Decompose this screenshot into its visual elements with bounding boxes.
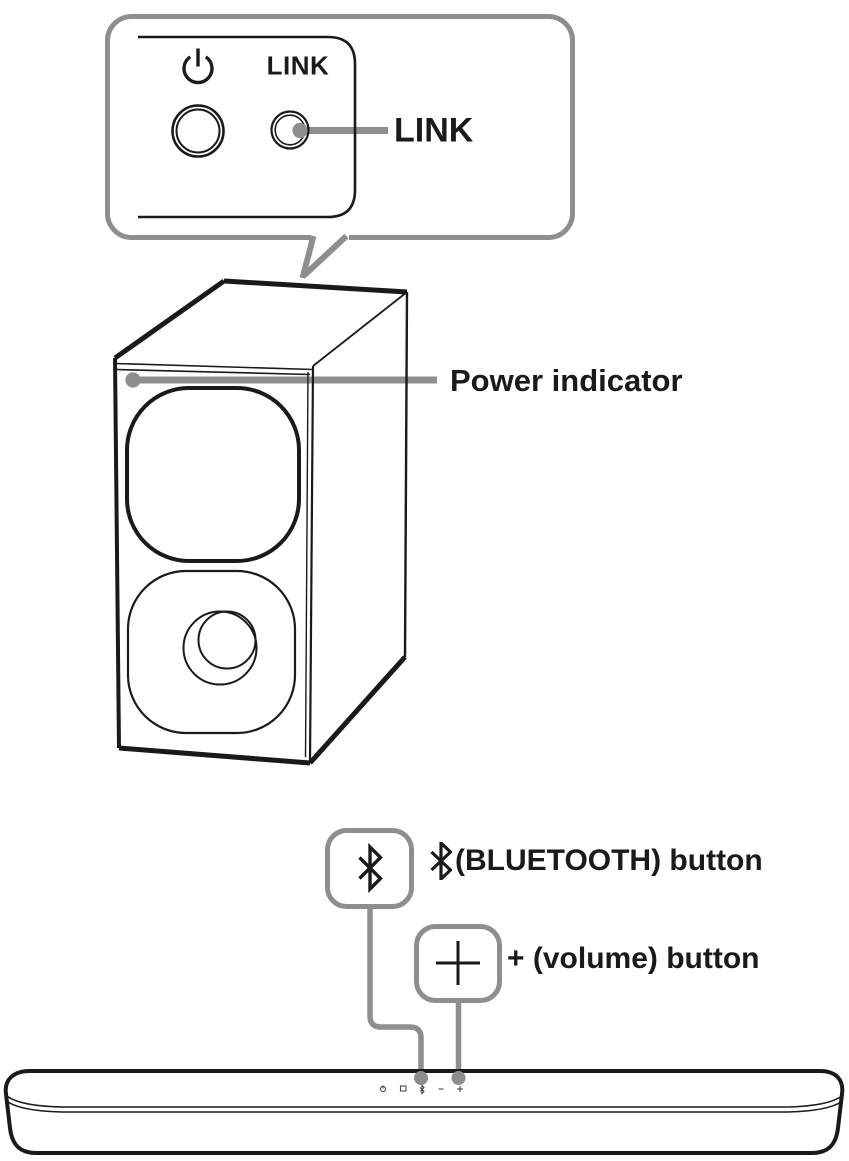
- bluetooth-label-icon: [430, 842, 452, 880]
- power-icon: [182, 48, 214, 85]
- bluetooth-button-label-text: (BLUETOOTH) button: [455, 844, 763, 877]
- subwoofer-front-bottom-edge: [118, 745, 311, 766]
- link-label: LINK: [394, 111, 474, 150]
- subwoofer-front-left-edge: [113, 357, 121, 749]
- bass-port-inner: [197, 610, 257, 670]
- callout-tail-left: [299, 235, 317, 279]
- subwoofer-top-back-edge: [223, 278, 408, 295]
- woofer-cone: [125, 386, 301, 563]
- subwoofer-drawing: [113, 278, 409, 766]
- gray-linework: [105, 14, 575, 1072]
- soundbar-bluetooth-icon: [419, 1084, 425, 1095]
- leader-end-dots: [414, 1071, 466, 1085]
- bluetooth-button-label: (BLUETOOTH) button: [430, 842, 763, 880]
- subwoofer-top-right-edge: [312, 291, 408, 367]
- subwoofer-right-back-edge: [403, 291, 409, 658]
- power-button: [171, 104, 225, 158]
- plus-icon: [436, 941, 480, 985]
- link-indicator-dot: [292, 122, 308, 139]
- soundbar-input-icon: [399, 1085, 407, 1092]
- subwoofer-front-right-inner-edge: [304, 371, 309, 758]
- subwoofer-bevel-line-2: [115, 368, 311, 376]
- callout-tail: [299, 233, 349, 279]
- soundbar-top-buttons: [379, 1084, 463, 1095]
- callout-tail-right: [302, 233, 349, 278]
- soundbar-drawing: [3, 1069, 845, 1155]
- bluetooth-leader-line: [367, 907, 424, 1072]
- power-indicator-dot: [125, 372, 141, 388]
- subwoofer-right-bottom-edge: [308, 655, 407, 765]
- rear-panel-outline: [138, 35, 357, 219]
- subwoofer-top-left-edge: [113, 278, 226, 361]
- volume-leader-dot: [451, 1071, 466, 1085]
- soundbar-edge-line-2: [7, 1101, 842, 1113]
- soundbar-plus-icon: [457, 1086, 463, 1092]
- power-indicator-label: Power indicator: [450, 363, 683, 398]
- bass-port-outer: [182, 610, 258, 686]
- bluetooth-leader-dot: [414, 1071, 428, 1085]
- soundbar-power-icon: [379, 1085, 387, 1093]
- panel-link-text: LINK: [266, 50, 330, 81]
- soundbar-edge-line-1: [6, 1095, 843, 1108]
- volume-button-label: + (volume) button: [507, 942, 760, 975]
- subwoofer-bevel-line-1: [115, 362, 314, 371]
- bass-port-surround: [126, 569, 297, 735]
- bluetooth-icon: [358, 842, 383, 894]
- callout-tail-gap: [311, 232, 349, 243]
- subwoofer-front-right-edge: [308, 365, 315, 764]
